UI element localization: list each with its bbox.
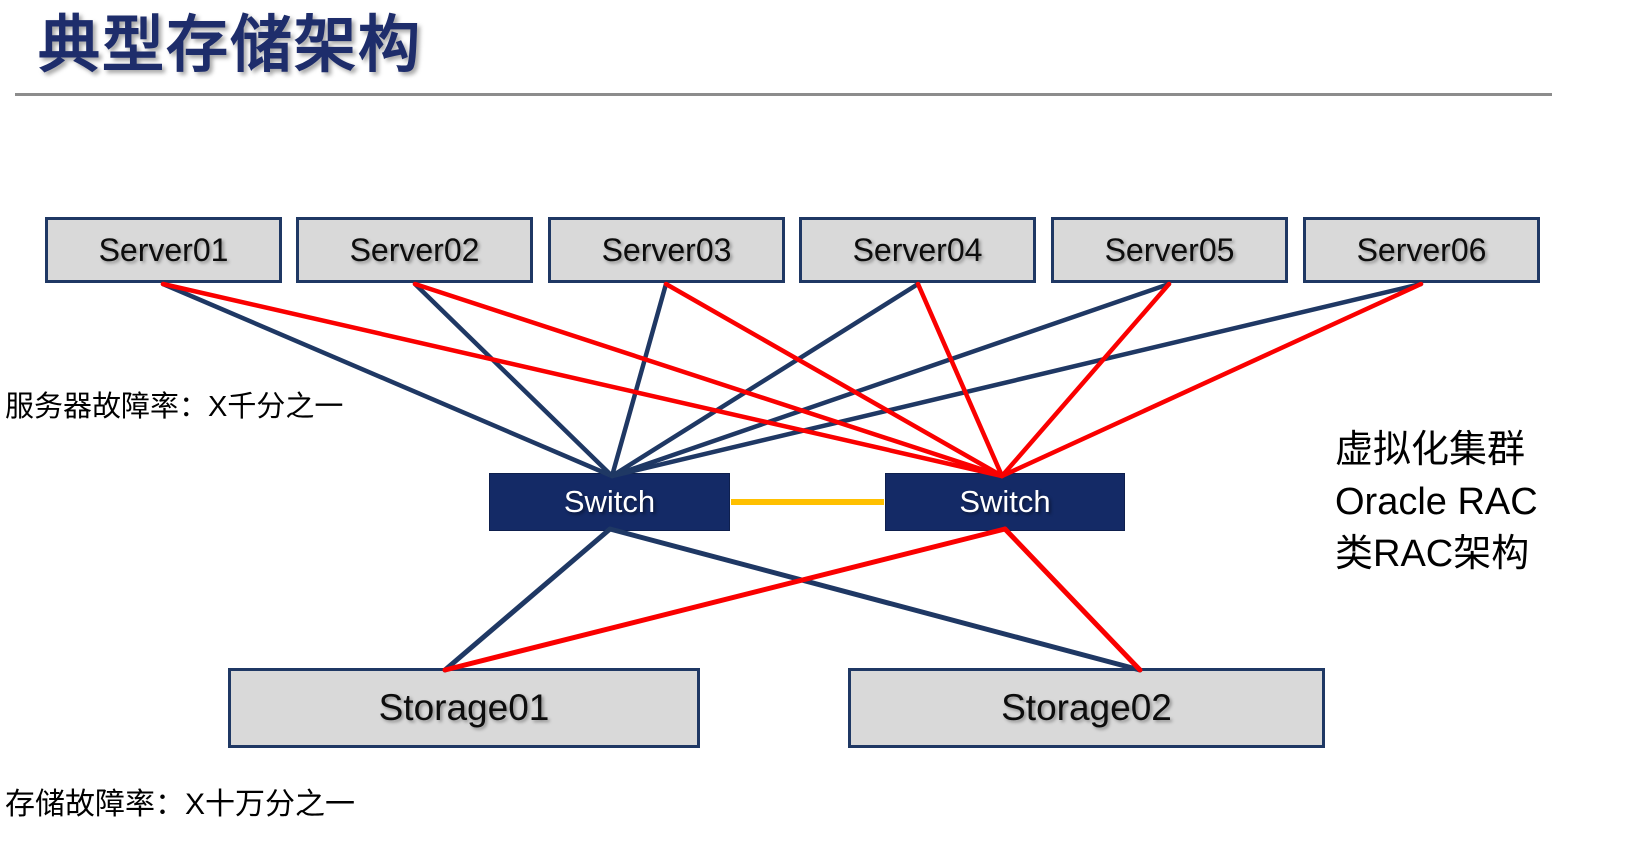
cluster-note-line2: Oracle RAC bbox=[1335, 481, 1538, 523]
link-server06-switch-a bbox=[609, 281, 1424, 479]
server-failure-rate-label: 服务器故障率：X千分之一 bbox=[5, 391, 344, 423]
link-switch-a-storage01 bbox=[442, 526, 613, 673]
server06-node: Server06 bbox=[1303, 217, 1540, 283]
switch-left-node: Switch bbox=[489, 473, 730, 531]
link-server01-switch-a bbox=[160, 281, 615, 479]
page-title: 典型存储架构 bbox=[38, 11, 423, 80]
link-server05-switch-b bbox=[999, 281, 1172, 479]
server04-node: Server04 bbox=[799, 217, 1036, 283]
link-server04-switch-b bbox=[915, 281, 1005, 479]
storage-failure-rate-label: 存储故障率：X十万分之一 bbox=[5, 788, 356, 821]
title-divider bbox=[15, 93, 1552, 96]
storage02-node: Storage02 bbox=[848, 668, 1325, 748]
cluster-note: 虚拟化集群 Oracle RAC 类RAC架构 bbox=[1335, 424, 1538, 580]
server02-node: Server02 bbox=[296, 217, 533, 283]
cluster-note-line3: 类RAC架构 bbox=[1335, 533, 1530, 575]
link-server03-switch-b bbox=[663, 281, 1005, 479]
link-switch-b-storage01 bbox=[442, 526, 1008, 673]
link-server02-switch-b bbox=[412, 281, 1005, 479]
link-server01-switch-b bbox=[160, 281, 1005, 479]
storage01-node: Storage01 bbox=[228, 668, 700, 748]
link-switch-a-storage02 bbox=[607, 526, 1143, 673]
link-switch-b-storage02 bbox=[1002, 526, 1143, 673]
cluster-note-line1: 虚拟化集群 bbox=[1335, 429, 1526, 471]
server01-node: Server01 bbox=[45, 217, 282, 283]
server03-node: Server03 bbox=[548, 217, 785, 283]
server05-node: Server05 bbox=[1051, 217, 1288, 283]
link-server04-switch-a bbox=[609, 281, 921, 479]
link-server02-switch-a bbox=[412, 281, 615, 479]
link-server05-switch-a bbox=[609, 281, 1172, 479]
switch-right-node: Switch bbox=[885, 473, 1125, 531]
link-server03-switch-a bbox=[609, 281, 669, 479]
